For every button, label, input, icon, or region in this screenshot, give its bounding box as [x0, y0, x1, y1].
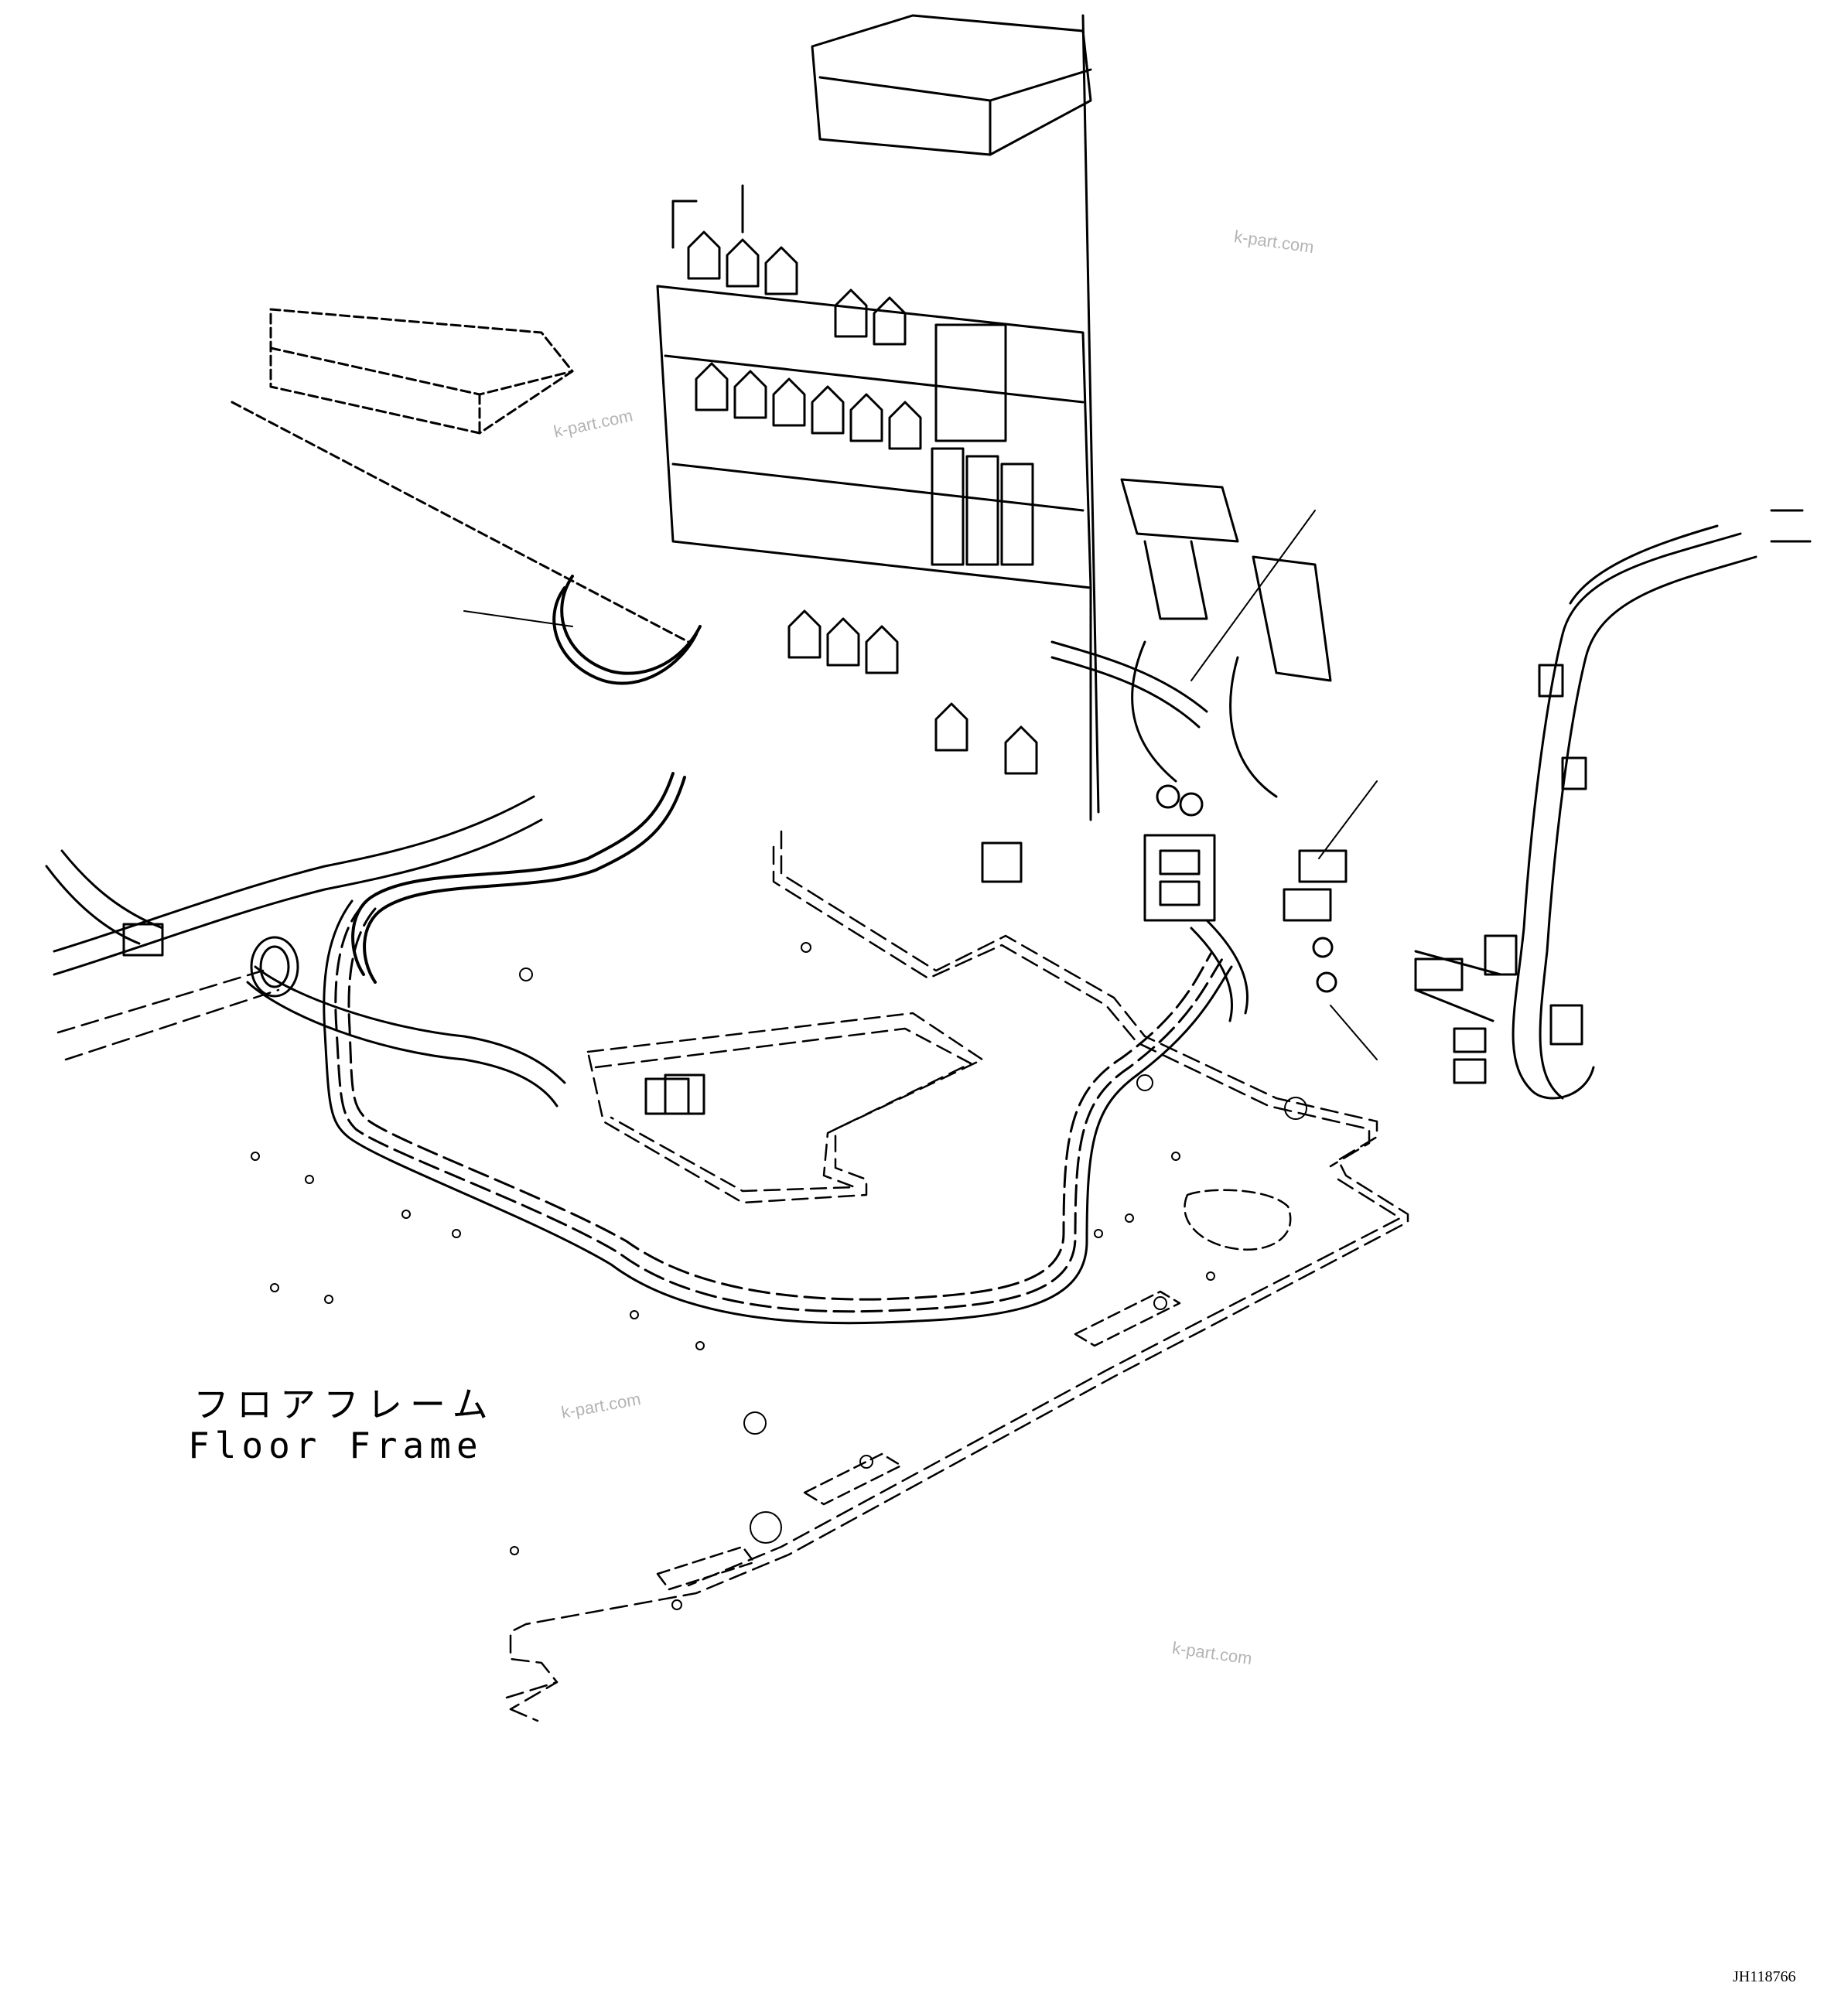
- controller-top: [811, 14, 1100, 814]
- ecm-connector-right: [1050, 478, 1332, 798]
- floor-holes: [251, 942, 1307, 1610]
- dark-harness: [351, 575, 702, 984]
- right-harness-loop: [1414, 509, 1812, 1100]
- floor-frame-label-jp: フロアフレーム: [193, 1384, 496, 1425]
- fuse-relay-block: [656, 184, 1092, 821]
- floor-slot-plates: [656, 1189, 1292, 1591]
- floor-frame-label-en: Floor Frame: [188, 1425, 483, 1466]
- harness-route: [323, 899, 1233, 1325]
- floor-cutout: [586, 1012, 984, 1204]
- drawing-code: JH118766: [1733, 1968, 1796, 1985]
- floor-frame-outline: [56, 830, 1409, 1722]
- terminal-block-right: [1143, 784, 1348, 1022]
- connector-row-top: [687, 230, 1038, 883]
- main-harness-left: [45, 795, 705, 1115]
- controller-left: [231, 308, 690, 643]
- leader-lines: [463, 510, 1378, 1060]
